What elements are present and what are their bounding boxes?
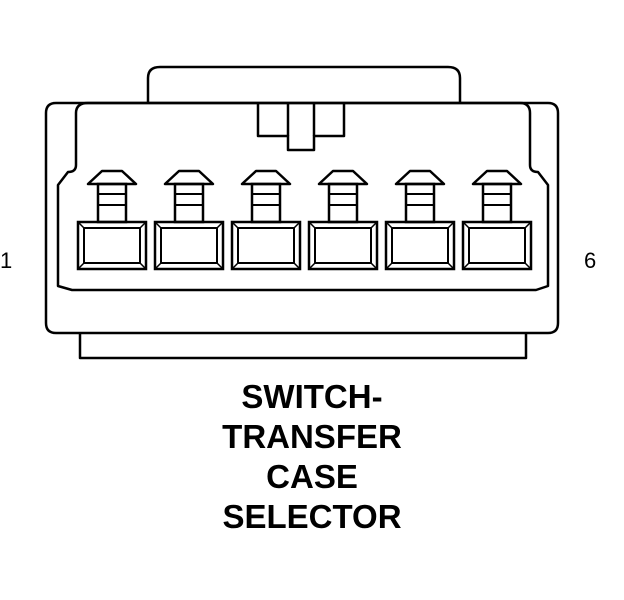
connector-inner-housing <box>56 101 550 292</box>
connector-housing <box>44 101 560 335</box>
caption-line-2: TRANSFER <box>222 418 402 455</box>
terminal-cavity-5 <box>384 169 456 271</box>
terminal-cavity-3 <box>230 169 302 271</box>
connector-latch <box>256 103 346 152</box>
terminal-cavity-4 <box>307 169 379 271</box>
connector-bottom-skirt <box>78 333 528 360</box>
terminal-cavity-2 <box>153 169 225 271</box>
connector-caption: SWITCH- TRANSFER CASE SELECTOR <box>0 377 624 537</box>
pin-6-label: 6 <box>584 248 597 273</box>
terminal-cavity-6 <box>461 169 533 271</box>
connector-top-tab <box>146 65 462 103</box>
caption-line-4: SELECTOR <box>222 498 402 535</box>
pin-1-label: 1 <box>0 248 13 273</box>
caption-line-1: SWITCH- <box>241 378 383 415</box>
caption-line-3: CASE <box>266 458 358 495</box>
terminal-cavity-1 <box>76 169 148 271</box>
